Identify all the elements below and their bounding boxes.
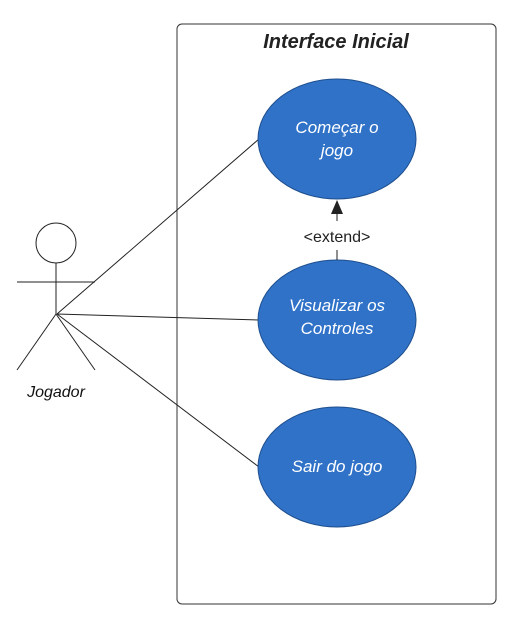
- extend-arrowhead: [331, 200, 343, 214]
- use-case-controls-label-line1: Visualizar os: [289, 296, 386, 315]
- use-case-start-ellipse: [257, 78, 417, 200]
- association-controls: [56, 313, 260, 321]
- actor-left-leg: [16, 313, 57, 371]
- use-case-exit-ellipse: [257, 406, 417, 528]
- use-case-start-label-line1: Começar o: [295, 118, 378, 137]
- system-title: Interface Inicial: [263, 31, 409, 53]
- actor-head: [35, 222, 77, 264]
- association-exit: [56, 313, 260, 468]
- extend-label: <extend>: [304, 229, 371, 246]
- actor-name: Jogador: [26, 384, 85, 401]
- association-start: [56, 138, 260, 315]
- use-case-start-label-line2: jogo: [319, 141, 353, 160]
- use-case-controls-label-line2: Controles: [301, 319, 374, 338]
- actor-right-leg: [55, 313, 96, 371]
- use-case-exit-label: Sair do jogo: [292, 457, 383, 476]
- actor-figure: [16, 222, 96, 371]
